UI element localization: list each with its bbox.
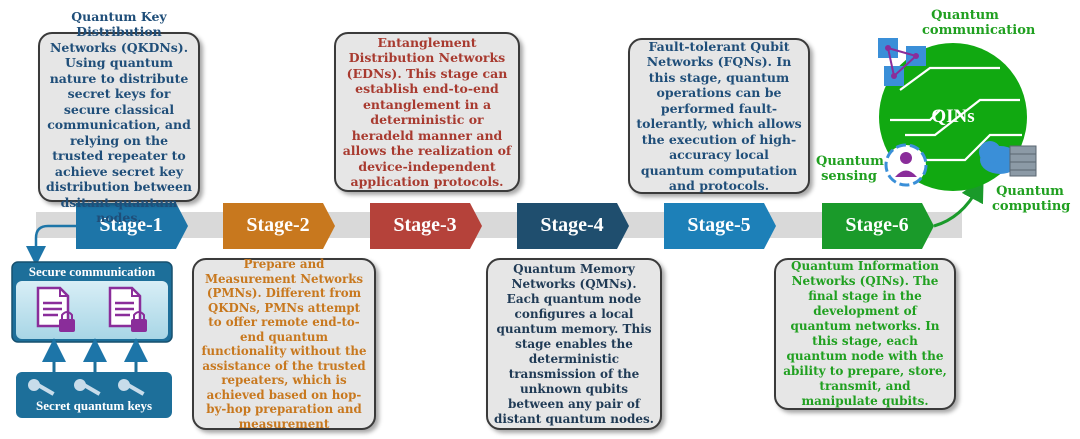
pmn-text: Prepare and Measurement Networks (PMNs).… — [201, 257, 367, 431]
stage-6-arrow — [822, 203, 934, 249]
quantum-sensing-icon — [884, 143, 928, 187]
stage1-to-panel-arrow — [26, 224, 76, 266]
qkdn-description: Quantum Key Distribution Networks (QKDNs… — [38, 9, 200, 225]
stage-4-label: Stage-4 — [540, 214, 604, 236]
fqn-description: Fault-tolerant Qubit Networks (FQNs). In… — [628, 38, 810, 194]
document-icon-right — [108, 286, 147, 332]
stage-3-arrow — [370, 203, 482, 249]
stage-3-label: Stage-3 — [393, 214, 457, 236]
keys-panel-bg — [16, 372, 172, 418]
document-icon-left — [36, 286, 75, 332]
qins-circuit-lines — [890, 66, 1022, 162]
key-icon-2 — [74, 379, 101, 396]
stage6-to-qins-arrow — [933, 177, 984, 228]
quantum-communication-icon — [878, 38, 926, 86]
stage-1-arrow — [76, 203, 188, 249]
stage-5-arrow — [664, 203, 776, 249]
quantum-computing-icon — [979, 141, 1037, 177]
secret-keys-label: Secret quantum keys — [35, 398, 153, 413]
key-icon-3 — [118, 379, 145, 396]
secure-communication-title: Secure communication — [28, 264, 156, 279]
key-icon-1 — [28, 379, 55, 396]
stage-1-label: Stage-1 — [99, 214, 163, 236]
stage-4-arrow — [517, 203, 629, 249]
stage-2-label: Stage-2 — [246, 214, 310, 236]
stage-arrows — [76, 203, 934, 249]
qin-description: Quantum Information Networks (QINs). The… — [774, 258, 956, 410]
quantum-computing-label: Quantum computing — [992, 184, 1071, 214]
quantum-sensing-label: Quantum sensing — [816, 154, 884, 184]
qmn-text: Quantum Memory Networks (QMNs). Each qua… — [494, 261, 654, 426]
edn-description: Entanglement Distribution Networks (EDNs… — [334, 32, 520, 192]
fqn-text: Fault-tolerant Qubit Networks (FQNs). In… — [636, 38, 802, 194]
stage-6-label: Stage-6 — [845, 214, 909, 236]
qin-text: Quantum Information Networks (QINs). The… — [783, 259, 947, 408]
edn-text: Entanglement Distribution Networks (EDNs… — [342, 34, 512, 190]
pmn-description: Prepare and Measurement Networks (PMNs).… — [192, 257, 376, 431]
qmn-description: Quantum Memory Networks (QMNs). Each qua… — [486, 258, 662, 430]
qkdn-text: Quantum Key Distribution Networks (QKDNs… — [46, 8, 192, 226]
qins-center-label: QINs — [931, 106, 975, 127]
stage-5-label: Stage-5 — [687, 214, 751, 236]
quantum-communication-label: Quantum communication — [922, 8, 1036, 38]
stage-2-arrow — [223, 203, 335, 249]
timeline-band — [36, 212, 962, 238]
